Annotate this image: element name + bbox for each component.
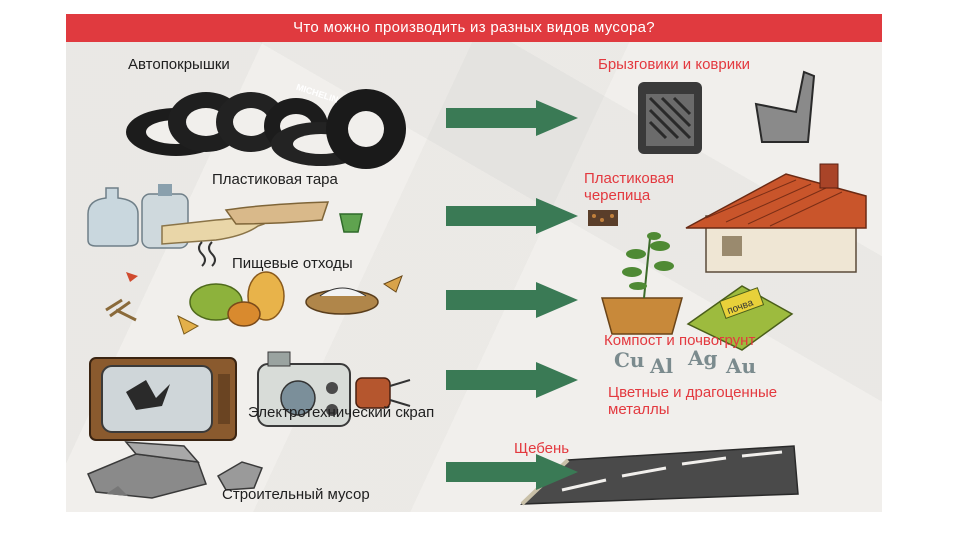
product-label-mats: Брызговики и коврики: [598, 56, 751, 73]
source-label-plastic: Пластиковая тара: [212, 171, 338, 188]
mat-illustration: [638, 70, 816, 154]
source-label-tires: Автопокрышки: [128, 56, 230, 73]
product-label-compost: Компост и почвогрунт: [604, 332, 756, 349]
artwork: MICHELIN: [87, 70, 867, 506]
arrows: [446, 100, 578, 490]
product-label-gravel: Щебень: [514, 440, 570, 457]
roof-house-illustration: [588, 163, 867, 273]
metal-symbol-ag: Ag: [688, 346, 718, 370]
source-label-food: Пищевые отходы: [232, 255, 353, 272]
arrow-3: [446, 282, 578, 318]
page-title: Что можно производить из разных видов му…: [66, 14, 882, 42]
product-label-tiles-line2: черепица: [584, 187, 651, 204]
metal-symbol-cu: Cu: [614, 348, 645, 372]
metal-symbol-au: Au: [726, 354, 757, 378]
food-waste-illustration: [105, 241, 403, 335]
plant-soil-illustration: почва: [601, 232, 794, 351]
product-label-metals-line2: металлы: [608, 401, 670, 418]
tires-illustration: MICHELIN: [126, 82, 406, 169]
plastic-bottles-illustration: [87, 184, 363, 249]
infographic-poster: MICHELIN: [66, 14, 882, 512]
construction-debris-illustration: [87, 441, 264, 499]
product-label-metals-line1: Цветные и драгоценные: [608, 384, 778, 401]
source-label-electronics: Электротехнический скрап: [248, 404, 435, 421]
electronic-scrap-illustration: [89, 351, 411, 441]
product-label-tiles-line1: Пластиковая: [584, 170, 674, 187]
arrow-2: [446, 198, 578, 234]
arrow-5: [446, 454, 578, 490]
arrow-4: [446, 362, 578, 398]
metal-symbol-al: Al: [650, 354, 674, 378]
arrow-1: [446, 100, 578, 136]
source-label-construction: Строительный мусор: [222, 486, 370, 503]
